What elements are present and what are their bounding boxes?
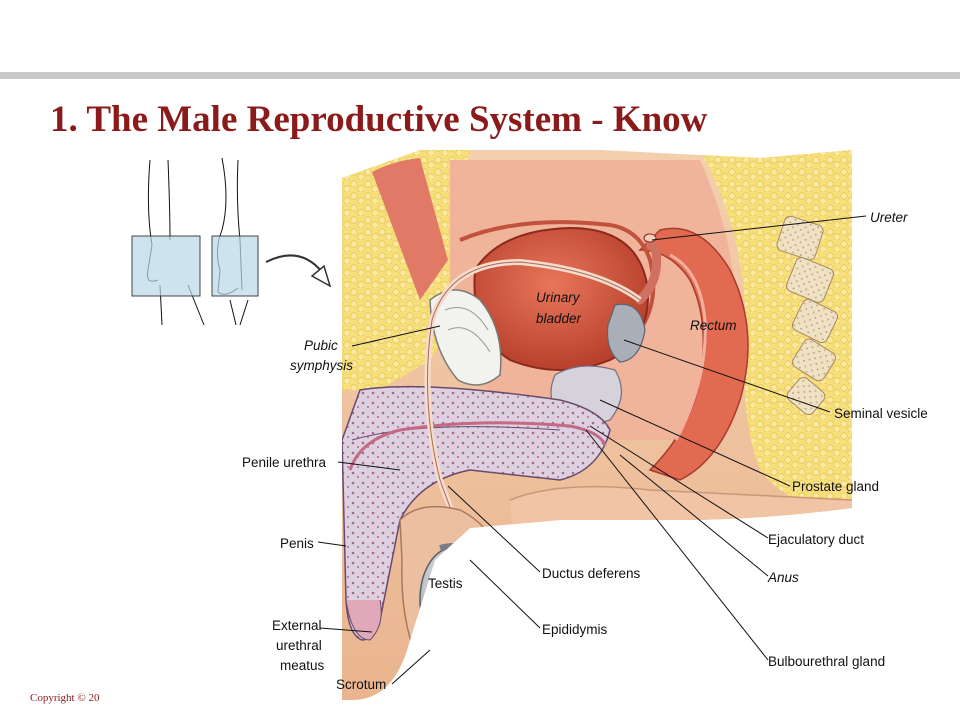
label-ejaculatory-duct: Ejaculatory duct — [768, 532, 864, 547]
ureter — [635, 233, 662, 305]
pubic-symphysis — [429, 289, 502, 386]
slide-title: 1. The Male Reproductive System - Know — [50, 99, 708, 140]
rectum — [638, 227, 749, 481]
label-rectum: Rectum — [690, 318, 737, 333]
thigh-outline — [509, 485, 852, 501]
label-penile-urethra: Penile urethra — [242, 455, 327, 470]
scrotum — [399, 505, 507, 680]
labels: Ureter Urinary bladder Rectum Pubic symp… — [242, 210, 928, 692]
leader-lines — [317, 215, 867, 685]
top-rule — [0, 72, 960, 79]
leader-seminal-vesicle — [623, 339, 831, 413]
label-scrotum: Scrotum — [336, 677, 386, 692]
orientation-figure — [131, 157, 332, 326]
leader-anus — [619, 454, 769, 577]
figure-left-side — [167, 159, 171, 241]
leader-external-urethral-meatus — [319, 627, 373, 633]
penile-urethra — [348, 421, 607, 471]
seminal-vesicle — [606, 303, 646, 363]
label-urinary-bladder-1: Urinary — [536, 290, 581, 305]
pubic-symphysis-lines — [444, 307, 491, 353]
leader-prostate-gland — [599, 399, 791, 487]
label-testis: Testis — [428, 576, 463, 591]
sacrum — [776, 215, 839, 416]
leader-scrotum — [391, 649, 431, 685]
copyright-notice: Copyright © 20 — [30, 692, 100, 704]
label-penis: Penis — [280, 536, 314, 551]
leader-penile-urethra — [337, 461, 401, 471]
label-external-urethral-meatus-1: External — [272, 618, 322, 633]
label-urinary-bladder-2: bladder — [536, 311, 582, 326]
epididymis — [439, 543, 482, 641]
label-pubic-symphysis-2: symphysis — [290, 358, 353, 373]
label-pubic-symphysis-1: Pubic — [304, 338, 338, 353]
orientation-arrowhead — [310, 264, 332, 288]
label-seminal-vesicle: Seminal vesicle — [834, 406, 928, 421]
rectum-lumen — [669, 253, 707, 441]
thigh — [500, 486, 852, 700]
label-external-urethral-meatus-2: urethral — [276, 638, 322, 653]
figure-right-legs — [229, 299, 249, 326]
label-external-urethral-meatus-3: meatus — [280, 658, 325, 673]
leader-ureter — [651, 215, 867, 241]
label-ureter: Ureter — [870, 210, 908, 225]
ductus-deferens-outline — [427, 261, 641, 556]
label-bulbourethral-gland: Bulbourethral gland — [768, 654, 885, 669]
leader-penis — [317, 541, 347, 547]
label-ductus-deferens: Ductus deferens — [542, 566, 641, 581]
orientation-arrow — [265, 254, 323, 273]
leader-epididymis — [469, 559, 541, 629]
leader-ejaculatory-duct — [589, 425, 769, 539]
corpus-divider — [351, 426, 561, 441]
peritoneum — [459, 220, 656, 332]
ureter-opening — [643, 233, 657, 243]
rectus-abdominis — [372, 158, 448, 300]
label-prostate-gland: Prostate gland — [792, 479, 879, 494]
section-plane-right — [211, 235, 259, 297]
label-anus: Anus — [767, 570, 799, 585]
leader-pubic-symphysis — [351, 325, 441, 347]
penis-shaft — [342, 385, 611, 641]
section-plane-left — [131, 235, 201, 297]
glans — [345, 599, 382, 641]
leader-bulbourethral-gland — [585, 429, 769, 661]
label-epididymis: Epididymis — [542, 622, 608, 637]
leader-ductus-deferens — [447, 485, 541, 573]
